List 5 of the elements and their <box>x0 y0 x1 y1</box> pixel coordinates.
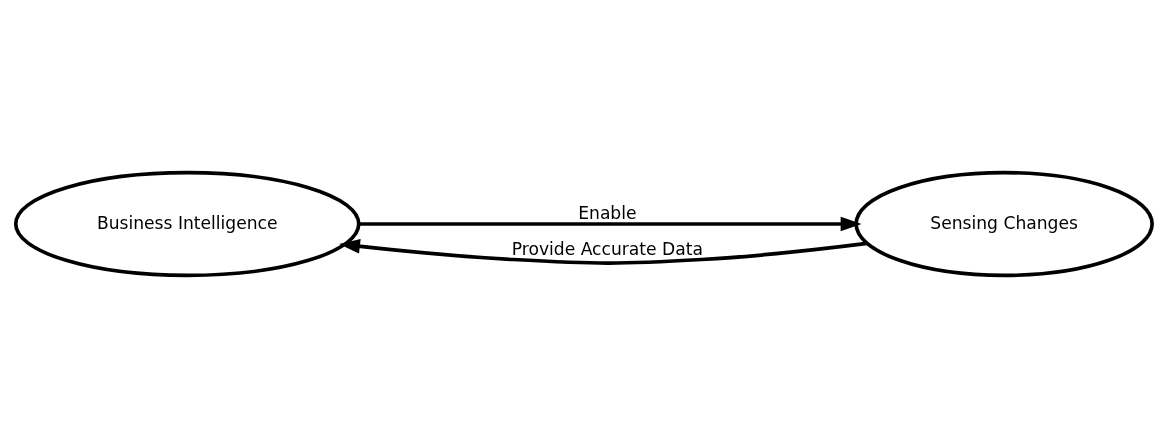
arrow <box>339 239 868 265</box>
edge-label: Provide Accurate Data <box>511 238 703 259</box>
node-ellipse: Sensing Changes <box>854 170 1154 278</box>
edge-label: Enable <box>578 203 637 224</box>
arrow <box>359 216 862 232</box>
